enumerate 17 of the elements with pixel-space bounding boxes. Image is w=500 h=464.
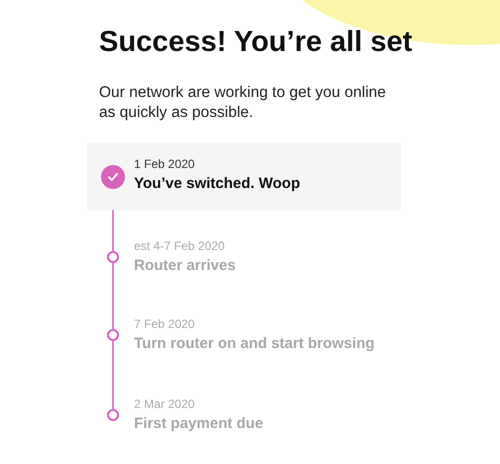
timeline-line (112, 341, 114, 409)
step-title: Router arrives (134, 257, 236, 275)
step-title: You’ve switched. Woop (134, 175, 300, 193)
date-text: 2 Mar 2020 (134, 397, 195, 411)
timeline-line (112, 263, 114, 329)
date-text: 7 Feb 2020 (134, 317, 195, 331)
pending-step-marker (107, 409, 119, 421)
date-text: 1 Feb 2020 (134, 157, 195, 171)
page-heading: Success! You’re all set (99, 25, 412, 60)
step-title: First payment due (134, 415, 264, 433)
date-text: est 4-7 Feb 2020 (134, 239, 225, 253)
completed-step-marker (101, 165, 125, 189)
step-title: Turn router on and start browsing (134, 335, 375, 353)
pending-step-marker (107, 251, 119, 263)
current-step-panel (87, 143, 401, 210)
pending-step-marker (107, 329, 119, 341)
intro-text: Our network are working to get you online as quickly as possible. (99, 83, 387, 123)
